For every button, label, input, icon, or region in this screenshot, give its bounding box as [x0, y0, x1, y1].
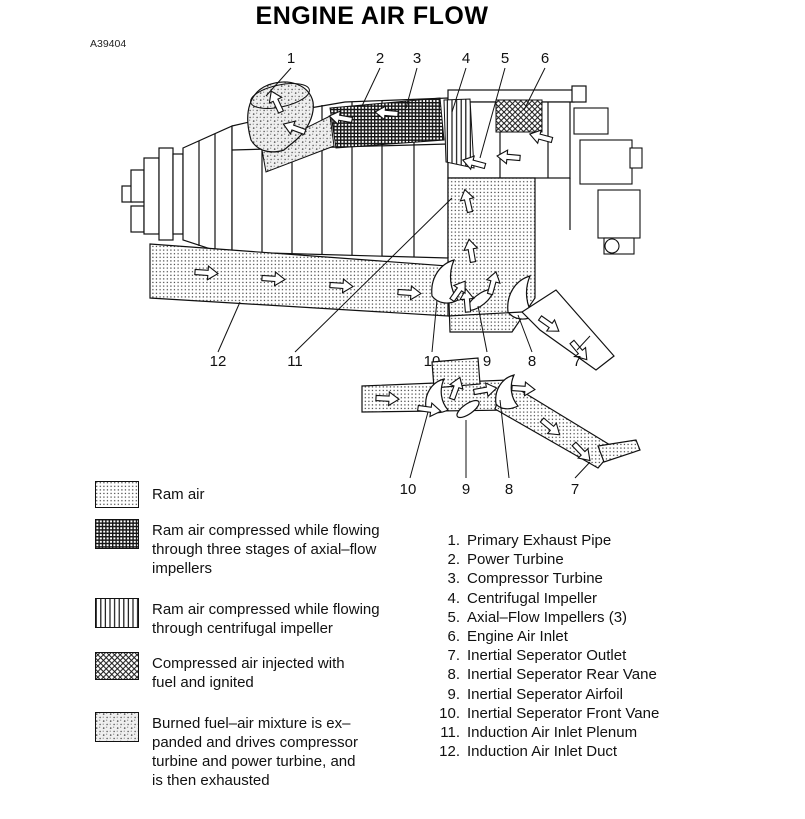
item-number: 3.	[447, 570, 460, 588]
propeller-gearbox	[121, 147, 184, 241]
parts-list-item: 7. Inertial Seperator Outlet	[431, 646, 761, 665]
leader-lines	[217, 67, 591, 353]
item-label: Power Turbine	[467, 551, 564, 569]
callout-12: 12	[210, 353, 227, 370]
item-label: Inertial Seperator Front Vane	[467, 704, 660, 722]
axial-compression-region	[329, 97, 445, 149]
accessory-section	[573, 107, 643, 255]
legend-item-axial-compressed: Ram air compressed while flowing through…	[95, 519, 380, 578]
callout-6: 6	[541, 50, 549, 67]
legend-label: Ram air compressed while flowing through…	[152, 522, 380, 577]
item-number: 11.	[440, 724, 460, 742]
parts-list-item: 6. Engine Air Inlet	[431, 627, 761, 646]
parts-list-item: 10. Inertial Seperator Front Vane	[431, 704, 761, 723]
item-label: Compressor Turbine	[467, 570, 603, 588]
legend-label: Ram air	[152, 486, 205, 503]
item-number: 4.	[447, 589, 460, 607]
item-label: Induction Air Inlet Plenum	[467, 724, 638, 742]
legend-label: Burned fuel–air mixture is ex– panded an…	[152, 715, 358, 789]
parts-list-item: 8. Inertial Seperator Rear Vane	[431, 665, 761, 684]
item-label: Axial–Flow Impellers (3)	[467, 608, 628, 626]
front-case-cone	[182, 125, 233, 257]
detail-callout-7: 7	[571, 481, 579, 498]
parts-list-item: 2. Power Turbine	[431, 550, 761, 569]
callout-4: 4	[462, 50, 470, 67]
item-label: Engine Air Inlet	[467, 628, 568, 646]
parts-list-item: 1. Primary Exhaust Pipe	[431, 531, 761, 550]
separator-outlet-duct	[521, 289, 615, 371]
callout-9: 9	[483, 353, 491, 370]
detail-airfoil	[456, 399, 480, 419]
inertial-separator-detail: 10 9 8 7	[361, 357, 641, 498]
item-label: Inertial Seperator Rear Vane	[467, 666, 657, 684]
item-label: Inertial Seperator Airfoil	[467, 685, 623, 703]
item-number: 7.	[447, 647, 460, 665]
centrifugal-compressed-swatch	[95, 598, 139, 628]
figure-code: A39404	[90, 38, 127, 50]
detail-callout-8: 8	[505, 481, 513, 498]
item-number: 9.	[447, 685, 460, 703]
axial-compressed-swatch	[95, 519, 139, 549]
legend-item-centrifugal-compressed: Ram air compressed while flowing through…	[95, 598, 380, 638]
separator-front-vane	[431, 259, 459, 304]
item-number: 5.	[447, 608, 460, 626]
item-number: 1.	[447, 532, 460, 549]
item-label: Induction Air Inlet Duct	[467, 743, 618, 761]
page-title: ENGINE AIR FLOW	[255, 2, 489, 30]
callout-11: 11	[287, 353, 303, 370]
callout-7: 7	[573, 353, 581, 370]
parts-list-item: 12. Induction Air Inlet Duct	[431, 742, 761, 761]
legend-item-ram-air: Ram air	[95, 481, 205, 508]
detail-callout-9: 9	[462, 481, 470, 498]
callout-1: 1	[287, 50, 295, 67]
callout-8: 8	[528, 353, 536, 370]
item-number: 12.	[439, 743, 460, 761]
callout-3: 3	[413, 50, 421, 67]
item-label: Centrifugal Impeller	[467, 589, 598, 607]
airflow-state-regions	[261, 97, 543, 173]
parts-list-item: 11. Induction Air Inlet Plenum	[431, 723, 761, 742]
item-label: Primary Exhaust Pipe	[467, 532, 612, 549]
item-number: 6.	[447, 628, 460, 646]
detail-callout-10: 10	[400, 481, 417, 498]
burned-mixture-swatch	[95, 712, 139, 742]
parts-list-item: 3. Compressor Turbine	[431, 569, 761, 588]
engine-airflow-diagram: 1 2 3 4 5 6 12 11 10 9 8 7	[121, 50, 643, 498]
detail-rear-vane	[495, 374, 519, 410]
legend-item-combustion: Compressed air injected with fuel and ig…	[95, 652, 345, 692]
item-number: 2.	[447, 551, 460, 569]
primary-exhaust-pipe	[247, 81, 314, 153]
ram-air-swatch	[95, 481, 139, 508]
callout-2: 2	[376, 50, 384, 67]
parts-list: 1. Primary Exhaust Pipe 2. Power Turbine 3…	[431, 531, 761, 761]
combustion-region	[495, 99, 543, 133]
item-label: Inertial Seperator Outlet	[467, 647, 627, 665]
legend-label: Ram air compressed while flowing through…	[152, 601, 380, 637]
parts-list-item: 4. Centrifugal Impeller	[431, 589, 761, 608]
callout-5: 5	[501, 50, 509, 67]
legend-label: Compressed air injected with fuel and ig…	[152, 655, 345, 691]
combustion-swatch	[95, 652, 139, 680]
item-number: 10.	[439, 704, 460, 722]
item-number: 8.	[447, 666, 460, 684]
centrifugal-compression-region	[443, 98, 475, 169]
legend-item-burned-mixture: Burned fuel–air mixture is ex– panded an…	[95, 712, 358, 790]
parts-list-item: 9. Inertial Seperator Airfoil	[431, 685, 761, 704]
parts-list-item: 5. Axial–Flow Impellers (3)	[431, 608, 761, 627]
